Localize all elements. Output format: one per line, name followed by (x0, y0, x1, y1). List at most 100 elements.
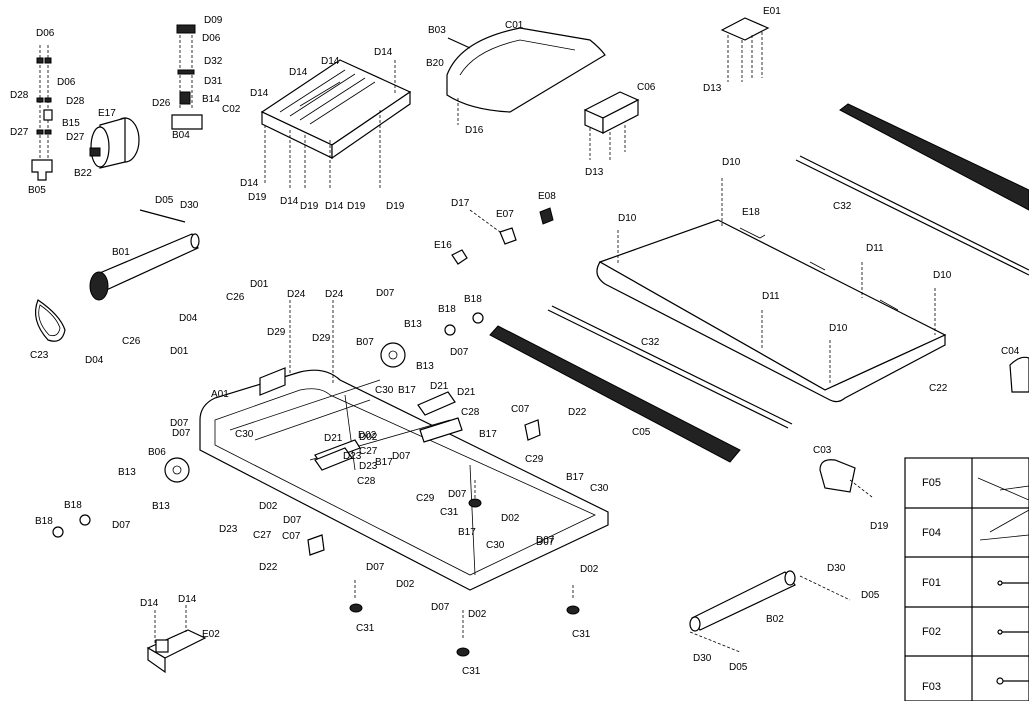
part-callout-label: D11 (762, 291, 780, 302)
part-callout-label: D10 (933, 270, 952, 281)
part-callout-label: D07 (536, 535, 555, 546)
part-callout-label: B17 (458, 527, 476, 538)
part-callout-label: D07 (536, 537, 555, 548)
part-callout-label: D24 (325, 289, 344, 300)
part-callout-label: D14 (374, 47, 393, 58)
part-callout-label: C28 (357, 476, 376, 487)
part-callout-label: D07 (392, 451, 411, 462)
part-callout-label: D14 (140, 598, 159, 609)
part-callout-label: D29 (267, 327, 286, 338)
part-callout-label: D31 (204, 76, 223, 87)
part-callout-label: B02 (766, 614, 784, 625)
part-callout-label: D30 (827, 563, 846, 574)
part-callout-label: D06 (36, 28, 55, 39)
parts-table-labels: F05 F04 F01 F02 F03 (922, 477, 941, 693)
part-callout-label: D32 (204, 56, 223, 67)
part-callout-label: C28 (461, 407, 480, 418)
part-callout-label: D22 (259, 562, 278, 573)
part-callout-label: D23 (219, 524, 238, 535)
part-callout-label: D21 (430, 381, 449, 392)
part-callout-label: D07 (112, 520, 131, 531)
part-callout-label: D30 (180, 200, 199, 211)
part-callout-label: D21 (324, 433, 343, 444)
part-callout-label: D02 (359, 432, 378, 443)
part-callout-label: C29 (416, 493, 435, 504)
end-cap-c03 (819, 459, 873, 498)
part-callout-label: B06 (148, 447, 166, 458)
part-callout-label: B20 (426, 58, 444, 69)
part-callout-label: D07 (376, 288, 395, 299)
part-callout-label: D02 (468, 609, 487, 620)
part-callout-label: C29 (525, 454, 544, 465)
small-parts-mid (451, 207, 554, 265)
part-callout-label: A01 (211, 389, 229, 400)
part-callout-label: C31 (572, 629, 591, 640)
part-callout-label: D05 (155, 195, 174, 206)
part-callout-label: B13 (416, 361, 434, 372)
part-callout-label: E01 (763, 6, 781, 17)
part-callout-label: D14 (250, 88, 269, 99)
part-callout-label: C32 (833, 201, 852, 212)
table-row-label: F01 (922, 577, 941, 589)
table-row-label: F02 (922, 626, 941, 638)
part-callout-label: C30 (590, 483, 609, 494)
part-callout-label: D07 (450, 347, 469, 358)
motor-cover-c01 (446, 27, 606, 125)
part-callout-label: D07 (283, 515, 302, 526)
part-callout-label: D14 (240, 178, 259, 189)
parts-table-f (904, 457, 1029, 701)
control-tray-c02 (260, 59, 412, 190)
part-callout-label: B03 (428, 25, 446, 36)
part-callout-label: D14 (321, 56, 340, 67)
roller-b02 (689, 570, 851, 653)
part-callout-label: B15 (62, 118, 80, 129)
part-callout-label: D22 (568, 407, 587, 418)
part-callout-label: D06 (202, 33, 221, 44)
part-callout-label: D07 (170, 418, 189, 429)
part-callout-label: B17 (479, 429, 497, 440)
part-callout-label: D29 (312, 333, 331, 344)
part-callout-label: B18 (64, 500, 82, 511)
part-callout-label: C05 (632, 427, 651, 438)
part-callout-label: D06 (57, 77, 76, 88)
part-callout-label: D23 (343, 451, 362, 462)
part-callout-label: D19 (386, 201, 405, 212)
part-callout-label: D19 (347, 201, 366, 212)
part-callout-label: D07 (448, 489, 467, 500)
part-callout-label: D21 (457, 387, 476, 398)
part-callout-label: D23 (359, 461, 378, 472)
part-callout-label: D01 (170, 346, 189, 357)
part-callout-label: D19 (300, 201, 319, 212)
part-callout-label: B07 (356, 337, 374, 348)
part-callout-label: D27 (66, 132, 85, 143)
part-callout-label: E02 (202, 629, 220, 640)
foot-c31 (349, 480, 580, 657)
part-callout-label: D13 (585, 167, 604, 178)
part-callout-label: B17 (375, 457, 393, 468)
part-callout-label: B13 (152, 501, 170, 512)
part-callout-label: D19 (870, 521, 889, 532)
part-callout-label: D02 (580, 564, 599, 575)
part-callout-label: D02 (259, 501, 278, 512)
part-callout-label: C27 (359, 446, 378, 457)
part-callout-label: D16 (465, 125, 484, 136)
part-callout-label: D24 (287, 289, 306, 300)
part-callout-label: D07 (366, 562, 385, 573)
part-callout-label: B17 (566, 472, 584, 483)
part-callout-label: C31 (462, 666, 481, 677)
part-callout-label: C26 (122, 336, 141, 347)
part-callout-label: C06 (637, 82, 656, 93)
bracket-b07 (380, 312, 484, 368)
part-callout-label: B04 (172, 130, 190, 141)
part-callout-label: B13 (118, 467, 136, 478)
part-callout-label: B18 (438, 304, 456, 315)
roller-b01 (89, 209, 200, 301)
part-callout-label: D14 (280, 196, 299, 207)
table-row-label: F04 (922, 527, 941, 539)
side-rail-c05 (489, 305, 793, 463)
part-callout-label: C07 (282, 531, 301, 542)
part-callout-label: C03 (813, 445, 832, 456)
part-callout-label: E17 (98, 108, 116, 119)
part-callout-label: B17 (398, 385, 416, 396)
